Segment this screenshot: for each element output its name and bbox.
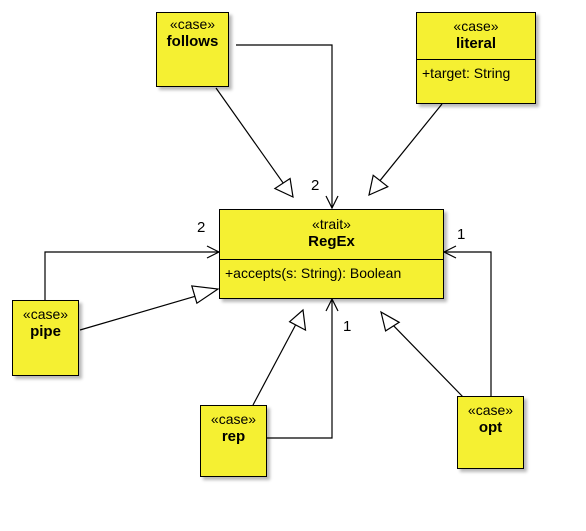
generalization-literal-regex xyxy=(377,103,443,184)
generalization-follows-regex xyxy=(215,87,286,186)
pipe-name: pipe xyxy=(30,323,61,340)
generalization-follows-triangle xyxy=(273,177,294,199)
generalization-pipe-regex xyxy=(79,294,200,331)
generalization-opt-triangle xyxy=(380,310,401,332)
regex-members: +accepts(s: String): Boolean xyxy=(220,259,443,286)
opt-name: opt xyxy=(478,419,503,436)
generalization-pipe-triangle xyxy=(190,285,220,305)
follows-stereotype: «case» xyxy=(169,16,216,32)
rep-stereotype: «case» xyxy=(210,411,257,427)
pipe-class: «case» pipe xyxy=(12,300,79,376)
multiplicity-rep: 1 xyxy=(343,318,352,335)
generalization-rep-regex xyxy=(252,322,298,406)
pipe-stereotype: «case» xyxy=(22,306,69,322)
generalization-edges xyxy=(79,87,465,406)
regex-stereotype: «trait» xyxy=(312,216,351,232)
rep-class: «case» rep xyxy=(200,405,267,477)
regex-header: «trait» RegEx xyxy=(220,210,443,251)
opt-stereotype: «case» xyxy=(467,402,514,418)
literal-header: «case» literal xyxy=(417,13,535,53)
follows-name: follows xyxy=(166,33,219,50)
follows-class: «case» follows xyxy=(156,12,229,87)
literal-class: «case» literal +target: String xyxy=(416,12,536,104)
multiplicity-pipe: 2 xyxy=(197,219,206,236)
regex-class: «trait» RegEx +accepts(s: String): Boole… xyxy=(219,209,444,299)
association-follows-regex xyxy=(236,44,332,208)
association-opt-regex xyxy=(444,252,492,396)
generalization-opt-regex xyxy=(388,320,465,399)
literal-name: literal xyxy=(455,35,497,52)
literal-members: +target: String xyxy=(417,59,535,86)
opt-class: «case» opt xyxy=(457,396,524,469)
association-edges xyxy=(44,44,492,439)
literal-attr-target: +target: String xyxy=(422,65,511,81)
regex-name: RegEx xyxy=(308,233,355,250)
literal-stereotype: «case» xyxy=(453,18,499,34)
association-pipe-regex xyxy=(44,252,219,300)
generalization-literal-triangle xyxy=(368,174,389,197)
multiplicity-follows: 2 xyxy=(311,177,320,194)
association-rep-regex xyxy=(267,299,332,439)
regex-method-accepts: +accepts(s: String): Boolean xyxy=(225,265,402,281)
rep-name: rep xyxy=(221,428,246,445)
generalization-rep-triangle xyxy=(288,308,307,332)
multiplicity-opt: 1 xyxy=(457,226,466,243)
